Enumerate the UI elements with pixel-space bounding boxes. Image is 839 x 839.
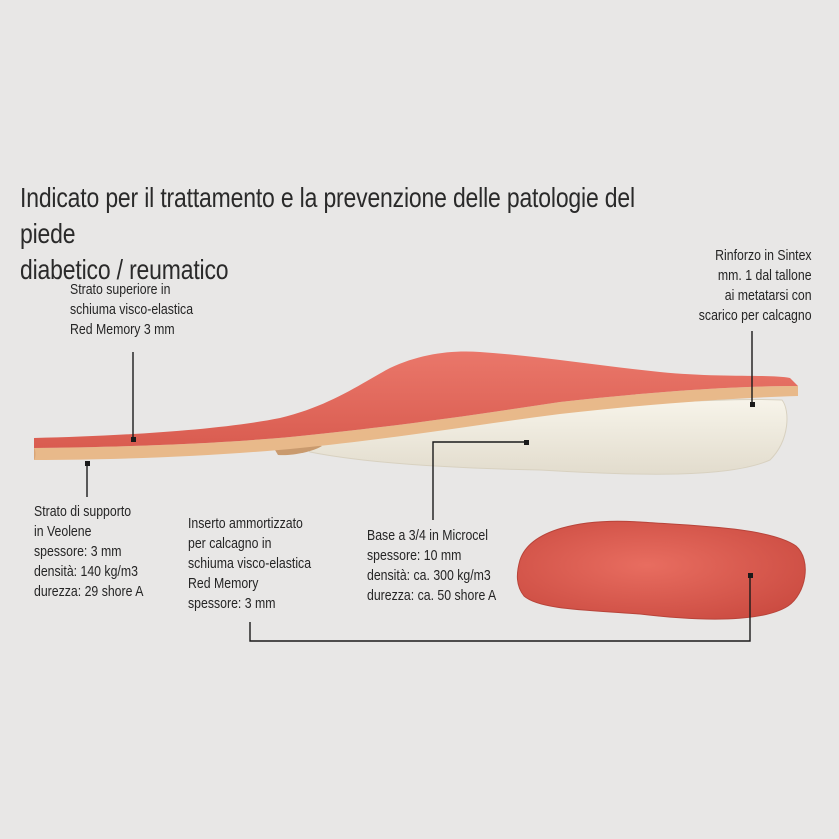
red-memory-top-layer: [34, 351, 798, 448]
leader-heel-insert: [249, 576, 751, 642]
page-title: Indicato per il trattamento e la prevenz…: [20, 180, 676, 288]
label-heel-insert: Inserto ammortizzato per calcagno in sch…: [188, 515, 312, 612]
label-support-layer: Strato di supporto in Veolene spessore: …: [34, 503, 144, 600]
label-reinforcement: Rinforzo in Sintex mm. 1 dal tallone ai …: [699, 247, 812, 324]
title-line-2: diabetico / reumatico: [20, 254, 229, 285]
title-line-1: Indicato per il trattamento e la prevenz…: [20, 182, 635, 249]
insole-side-view: [34, 351, 798, 475]
insole-top-view: [516, 520, 806, 620]
label-top-layer: Strato superiore in schiuma visco-elasti…: [70, 281, 194, 338]
veolene-layer: [34, 386, 798, 460]
leader-lines: [86, 331, 753, 642]
leader-base: [432, 441, 526, 520]
label-base: Base a 3/4 in Microcel spessore: 10 mm d…: [367, 527, 497, 604]
